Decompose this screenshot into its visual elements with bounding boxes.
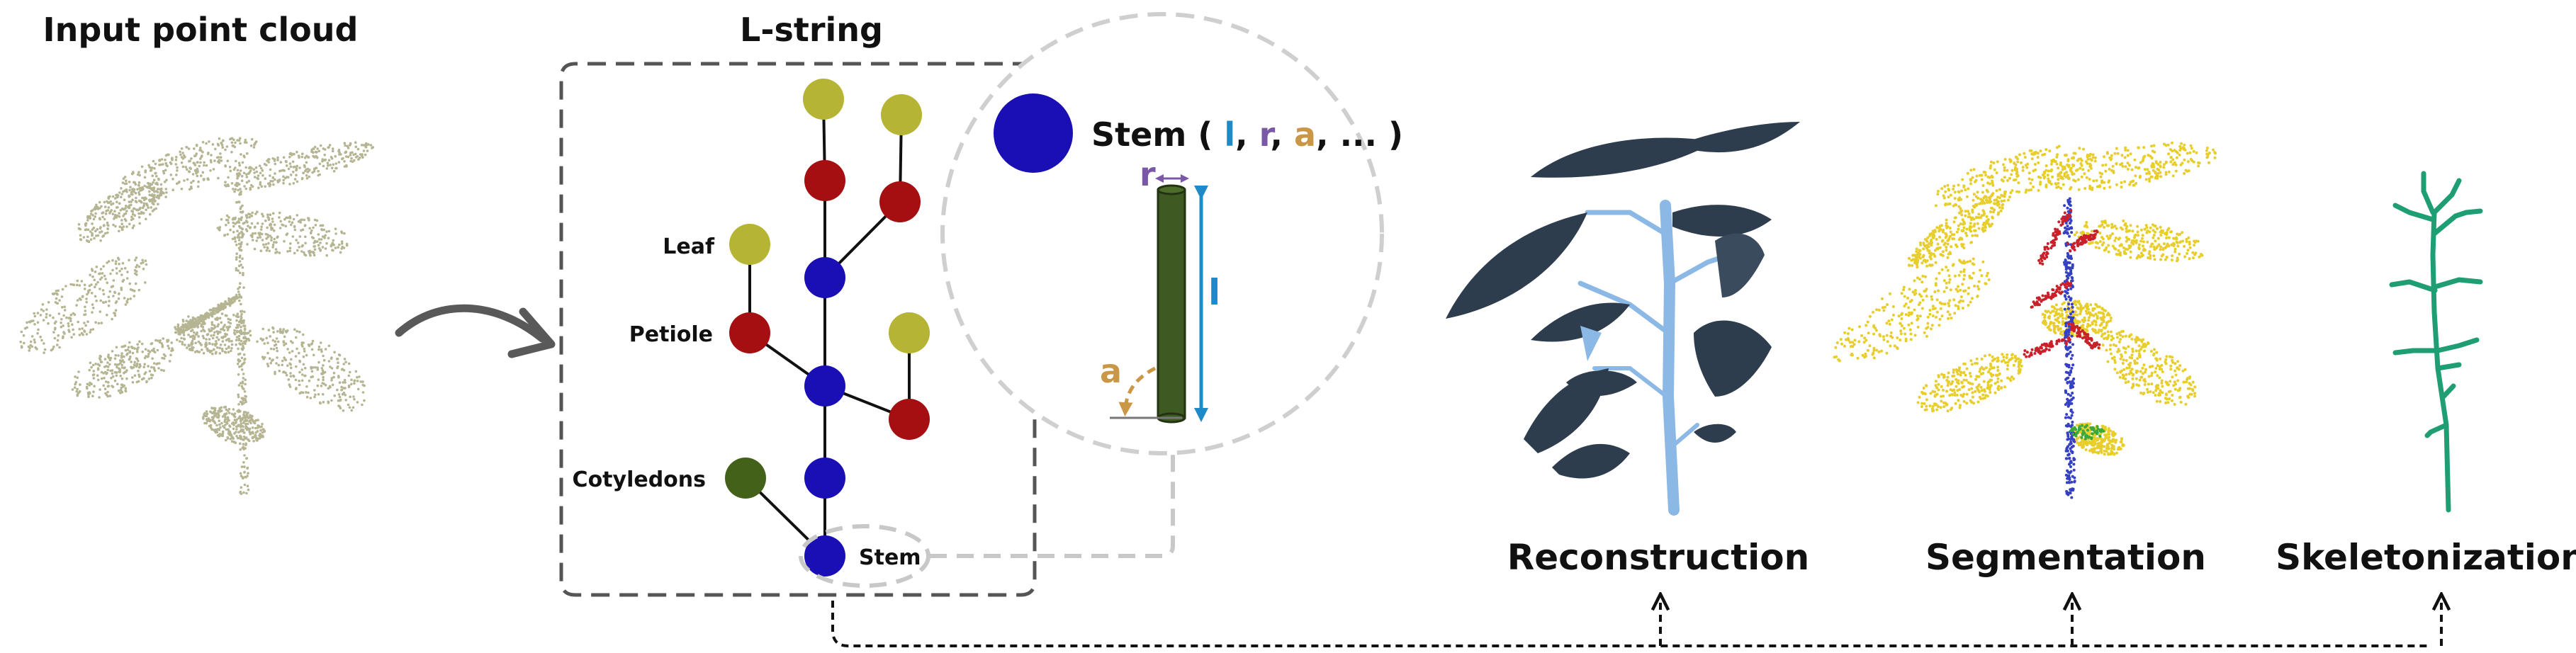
stem-formula: Stem ( l, r, a, ... ) [1091, 115, 1403, 154]
node-stem [804, 365, 845, 407]
node-petiole [879, 181, 921, 222]
r-label: r [1140, 155, 1156, 193]
zoom-stem-node [994, 93, 1073, 173]
label-petiole: Petiole [629, 322, 713, 347]
node-cotyledon [725, 458, 766, 499]
a-arrow [1118, 366, 1157, 416]
node-petiole [804, 160, 845, 201]
node-leaf [881, 94, 922, 135]
stem-cylinder [1157, 184, 1186, 424]
node-leaf [889, 312, 930, 353]
label-segmentation: Segmentation [1925, 537, 2206, 578]
node-stem [804, 257, 845, 298]
bottom-connector [831, 601, 2441, 647]
zoom-connector [930, 453, 1175, 558]
l-label: l [1208, 272, 1220, 313]
a-label: a [1100, 352, 1122, 390]
label-reconstruction: Reconstruction [1507, 537, 1810, 578]
label-cotyledons: Cotyledons [573, 467, 706, 492]
input-point-cloud-image [19, 137, 374, 495]
node-leaf [803, 79, 844, 120]
reconstruction-image [1446, 122, 1800, 516]
stem-highlight [799, 524, 930, 588]
skeletonization-image [2389, 171, 2483, 513]
node-stem [804, 458, 845, 499]
segmentation-image [1833, 141, 2217, 499]
label-skeletonization: Skeletonization [2276, 537, 2576, 578]
lstring-title: L-string [740, 11, 883, 49]
label-stem: Stem [859, 545, 921, 570]
lstring-box [559, 62, 1037, 597]
flow-arrow [395, 304, 556, 358]
node-petiole [889, 399, 930, 440]
label-leaf: Leaf [663, 234, 715, 259]
node-stem-root [804, 535, 845, 577]
node-petiole [729, 312, 770, 353]
tree-nodes [725, 79, 930, 577]
input-title: Input point cloud [43, 11, 359, 49]
node-leaf [729, 224, 770, 265]
